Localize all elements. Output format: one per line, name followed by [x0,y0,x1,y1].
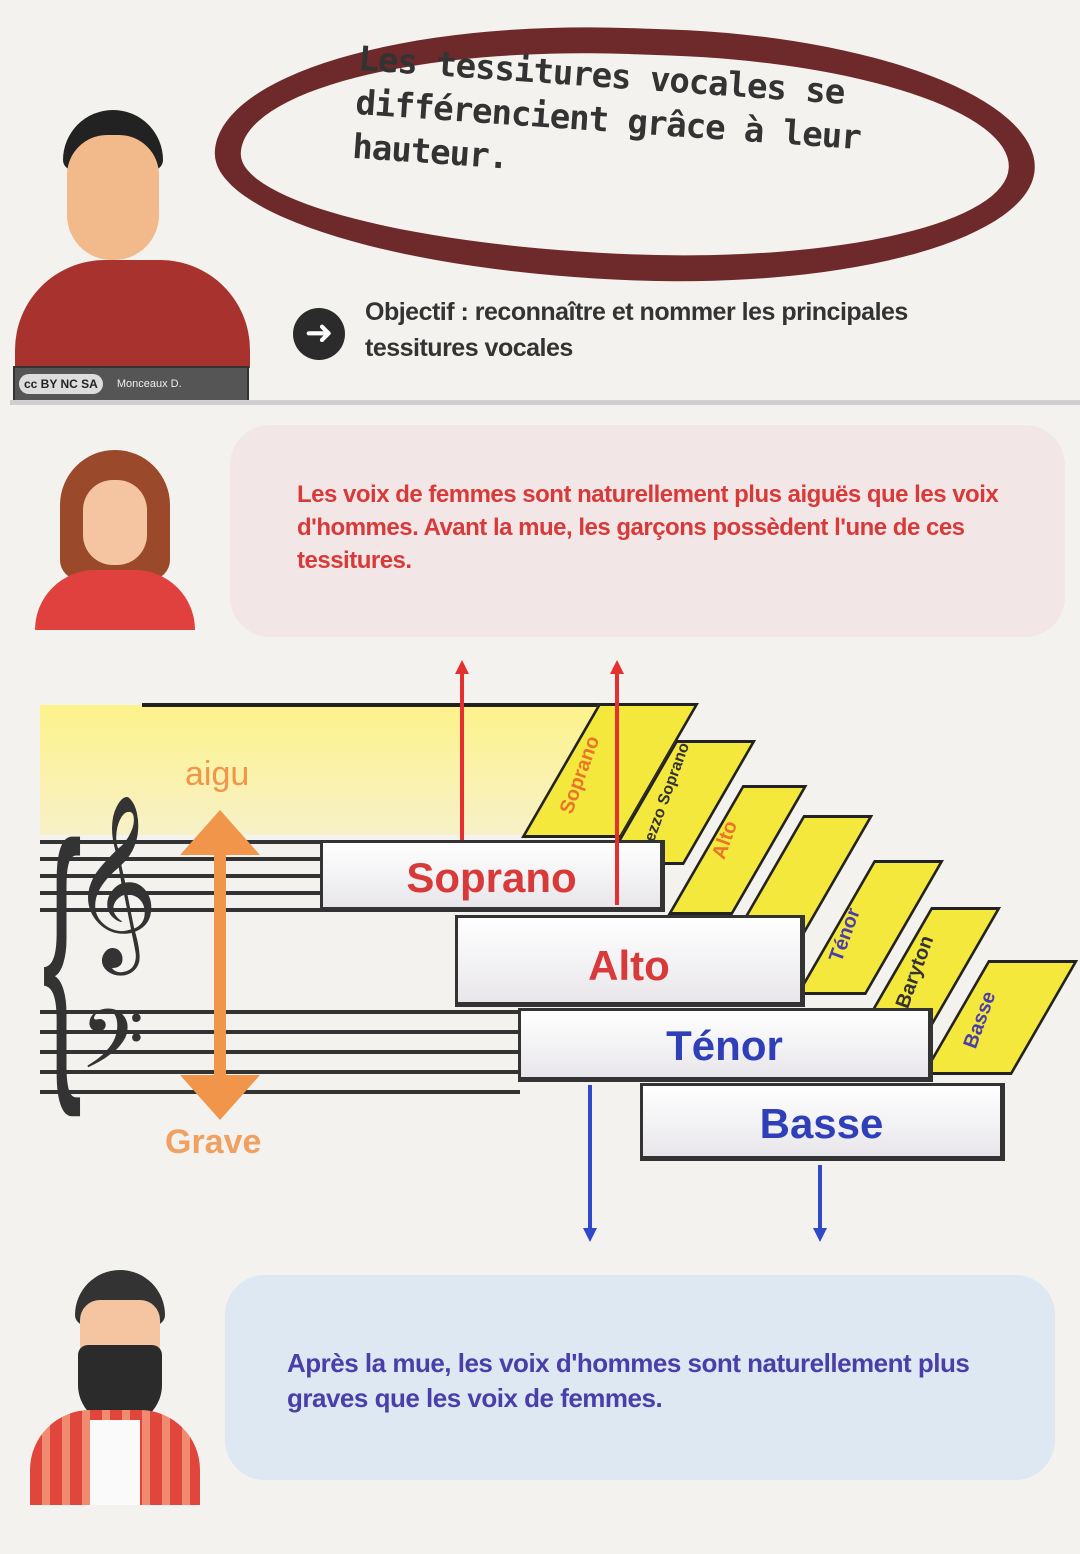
woman-avatar [35,450,195,630]
staff-line [40,1050,520,1054]
arrow-right-icon: ➜ [293,308,345,360]
voice-bar-basse: Basse [640,1083,1005,1161]
staff-line [40,908,520,912]
arrow-up-icon [460,670,464,840]
staff-line [40,840,520,844]
arrow-head-up-icon [180,810,260,855]
voice-bar-tenor: Ténor [518,1008,933,1082]
arrow-down-icon [818,1165,822,1230]
bearded-man-avatar [30,1270,200,1505]
brace-icon: { [42,782,83,1118]
staff-line [40,1030,520,1034]
arrow-head-down-icon [583,1228,597,1242]
treble-clef-icon: 𝄞 [70,796,159,964]
aigu-label: aigu [185,755,250,793]
women-info-box [230,425,1065,637]
arrow-up-icon [615,670,619,905]
staff-line [40,1070,520,1074]
voice-bar-soprano: Soprano [320,840,665,912]
arrow-head-down-icon [813,1228,827,1242]
men-info-box [225,1275,1055,1480]
pitch-double-arrow-icon [214,825,226,1110]
cc-icon: cc BY NC SA [19,374,103,394]
author-name: Monceaux D. [116,378,182,390]
staff-line [40,1010,520,1014]
staff-line [40,857,520,861]
voice-bar-alto: Alto [455,915,805,1007]
divider [10,400,1080,405]
arrow-head-down-icon [180,1075,260,1120]
women-info-text: Les voix de femmes sont naturellement pl… [297,481,999,574]
arrow-head-up-icon [610,660,624,674]
staff-top-line [142,703,670,707]
men-info-text: Après la mue, les voix d'hommes sont nat… [287,1348,970,1413]
arrow-head-up-icon [455,660,469,674]
staff-line [40,891,520,895]
staff-line [40,874,520,878]
bass-clef-icon: 𝄢 [80,994,145,1106]
arrow-down-icon [588,1085,592,1230]
objective-text: Objectif : reconnaître et nommer les pri… [365,298,908,362]
grave-label: Grave [165,1123,262,1161]
man-avatar [15,110,250,368]
staff-line [40,1090,520,1094]
